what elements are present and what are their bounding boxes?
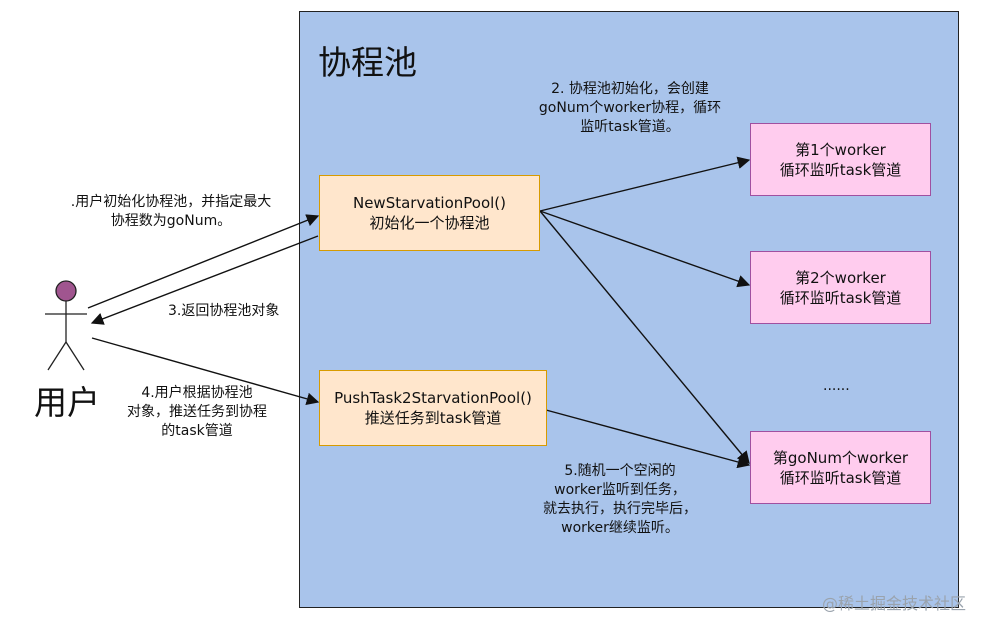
step4-note: 4.用户根据协程池 对象，推送任务到协程 的task管道 [97,384,297,441]
worker-1-line1: 第1个worker [795,140,886,159]
worker-2-line2: 循环监听task管道 [779,288,902,307]
arrow-pool-to-worker1 [539,156,751,212]
actor-label: 用户 [34,383,100,422]
worker-n-box: 第goNum个worker 循环监听task管道 [750,431,931,504]
step1-note: .用户初始化协程池，并指定最大 协程数为goNum。 [36,193,306,231]
worker-2-box: 第2个worker 循环监听task管道 [750,251,931,324]
worker-ellipsis: ...... [823,378,850,394]
step5-note: 5.随机一个空闲的 worker监听到任务， 就去执行，执行完毕后， worke… [520,462,720,538]
step2-line1: 2. 协程池初始化，会创建 [551,81,709,97]
worker-2-line1: 第2个worker [795,268,886,287]
watermark: @稀土掘金技术社区 [821,594,966,613]
step5-line2: worker监听到任务， [554,482,686,498]
step5-line3: 就去执行，执行完毕后， [543,501,697,517]
arrow-push-task-to-worker-n [545,409,751,469]
new-pool-line1: NewStarvationPool() [352,194,507,212]
arrow-pool-to-worker2 [539,210,751,288]
actor-head [55,280,77,302]
new-starvation-pool-box: NewStarvationPool() 初始化一个协程池 [319,175,540,251]
step1-line1: .用户初始化协程池，并指定最大 [70,194,272,210]
step5-line4: worker继续监听。 [561,520,679,536]
arrow-user-to-new-pool [87,214,320,309]
arrow-return-pool-object [90,235,319,325]
step4-line1: 4.用户根据协程池 [141,385,253,401]
step2-note: 2. 协程池初始化，会创建 goNum个worker协程，循环 监听task管道… [505,80,755,137]
step2-line3: 监听task管道。 [580,119,680,135]
push-task-line1: PushTask2StarvationPool() [334,389,532,407]
worker-n-line1: 第goNum个worker [772,448,909,467]
worker-n-line2: 循环监听task管道 [779,468,902,487]
step2-line2: goNum个worker协程，循环 [538,100,722,116]
step5-line1: 5.随机一个空闲的 [564,463,676,479]
arrow-user-to-push-task [91,337,320,405]
step4-line2: 对象，推送任务到协程 [127,404,267,420]
step3-note: 3.返回协程池对象 [168,303,280,319]
step4-line3: 的task管道 [161,423,233,439]
push-task-box: PushTask2StarvationPool() 推送任务到task管道 [319,370,547,446]
worker-1-line2: 循环监听task管道 [779,160,902,179]
step1-line2: 协程数为goNum。 [110,213,232,229]
arrow-pool-to-worker-n [539,210,750,464]
push-task-line2: 推送任务到task管道 [364,409,502,427]
pool-title: 协程池 [318,43,417,82]
new-pool-line2: 初始化一个协程池 [369,214,490,232]
worker-1-box: 第1个worker 循环监听task管道 [750,123,931,196]
